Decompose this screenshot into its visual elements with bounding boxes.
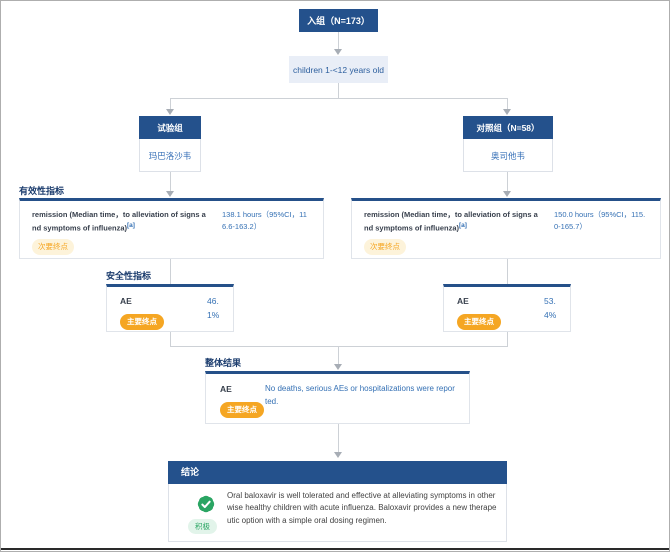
- enrollment-node: 入组（N=173）: [299, 9, 378, 32]
- verified-badge-icon: [197, 495, 215, 513]
- connector-line: [338, 83, 339, 98]
- bottom-edge-divider: [1, 548, 669, 550]
- connector-arrow: [334, 364, 342, 370]
- safety-metric-text: AE: [120, 296, 132, 306]
- connector-line: [170, 346, 508, 347]
- enrollment-label: 入组（N=173）: [307, 16, 370, 26]
- overall-metric-name: AE 主要终点: [220, 383, 265, 418]
- overall-result-box: AE 主要终点 No deaths, serious AEs or hospit…: [205, 371, 470, 424]
- connector-line: [507, 332, 508, 346]
- conclusion-text: Oral baloxavir is well tolerated and eff…: [227, 491, 497, 525]
- control-group-header: 对照组（N=58）: [463, 116, 553, 139]
- treatment-drug-label: 玛巴洛沙韦: [148, 150, 192, 161]
- connector-arrow: [166, 191, 174, 197]
- connector-line: [170, 332, 171, 346]
- connector-line: [507, 259, 508, 284]
- efficacy-value-control: 150.0 hours（95%CI，115.0-165.7）: [554, 210, 646, 231]
- connector-arrow: [334, 452, 342, 458]
- treatment-group-header: 试验组: [139, 116, 201, 139]
- efficacy-value-treatment: 138.1 hours（95%CI，116.6-163.2）: [222, 210, 307, 231]
- footnote-a-link[interactable]: [a]: [127, 222, 135, 229]
- connector-line: [170, 98, 508, 99]
- secondary-endpoint-badge: 次要终点: [364, 238, 406, 255]
- connector-arrow: [503, 109, 511, 115]
- connector-line: [507, 172, 508, 191]
- footnote-a-link[interactable]: [a]: [459, 222, 467, 229]
- connector-line: [338, 346, 339, 364]
- connector-line: [507, 98, 508, 109]
- efficacy-metric-text: remission (Median time，to alleviation of…: [32, 210, 206, 233]
- overall-value: No deaths, serious AEs or hospitalizatio…: [265, 384, 455, 406]
- primary-endpoint-badge: 主要终点: [220, 401, 264, 418]
- efficacy-box-treatment: remission (Median time，to alleviation of…: [19, 198, 324, 259]
- secondary-endpoint-badge: 次要终点: [32, 238, 74, 255]
- efficacy-section-label: 有效性指标: [19, 186, 65, 196]
- primary-endpoint-badge: 主要终点: [457, 313, 501, 330]
- population-node: children 1-<12 years old: [289, 56, 388, 83]
- connector-arrow: [503, 191, 511, 197]
- safety-value-control: 53.4%: [544, 296, 557, 320]
- connector-arrow: [166, 109, 174, 115]
- efficacy-metric-name: remission (Median time，to alleviation of…: [32, 209, 210, 255]
- control-group-node: 对照组（N=58） 奥司他韦: [463, 116, 553, 172]
- conclusion-header: 结论: [168, 461, 507, 484]
- efficacy-box-control: remission (Median time，to alleviation of…: [351, 198, 661, 259]
- connector-line: [170, 98, 171, 109]
- control-drug-label: 奥司他韦: [490, 150, 525, 161]
- efficacy-metric-text: remission (Median time，to alleviation of…: [364, 210, 538, 233]
- safety-box-treatment: AE 主要终点 46.1%: [106, 284, 234, 332]
- connector-line: [170, 172, 171, 191]
- overall-metric-text: AE: [220, 384, 232, 394]
- connector-arrow: [334, 49, 342, 55]
- connector-line: [338, 32, 339, 49]
- primary-endpoint-badge: 主要终点: [120, 313, 164, 330]
- population-label: children 1-<12 years old: [293, 64, 384, 75]
- connector-line: [338, 424, 339, 452]
- safety-metric-text: AE: [457, 296, 469, 306]
- conclusion-box: 结论 积极 Oral baloxavir is well tolerated a…: [168, 461, 507, 542]
- connector-line: [170, 259, 171, 284]
- safety-value-treatment: 46.1%: [207, 296, 220, 320]
- safety-metric-name: AE 主要终点: [120, 295, 207, 330]
- safety-section-label: 安全性指标: [106, 271, 152, 281]
- conclusion-body: 积极 Oral baloxavir is well tolerated and …: [169, 484, 506, 541]
- safety-metric-name: AE 主要终点: [457, 295, 544, 330]
- treatment-group-node: 试验组 玛巴洛沙韦: [139, 116, 201, 172]
- overall-section-label: 整体结果: [205, 358, 242, 368]
- efficacy-metric-name: remission (Median time，to alleviation of…: [364, 209, 542, 255]
- safety-box-control: AE 主要终点 53.4%: [443, 284, 571, 332]
- positive-sentiment-badge: 积极: [188, 519, 217, 534]
